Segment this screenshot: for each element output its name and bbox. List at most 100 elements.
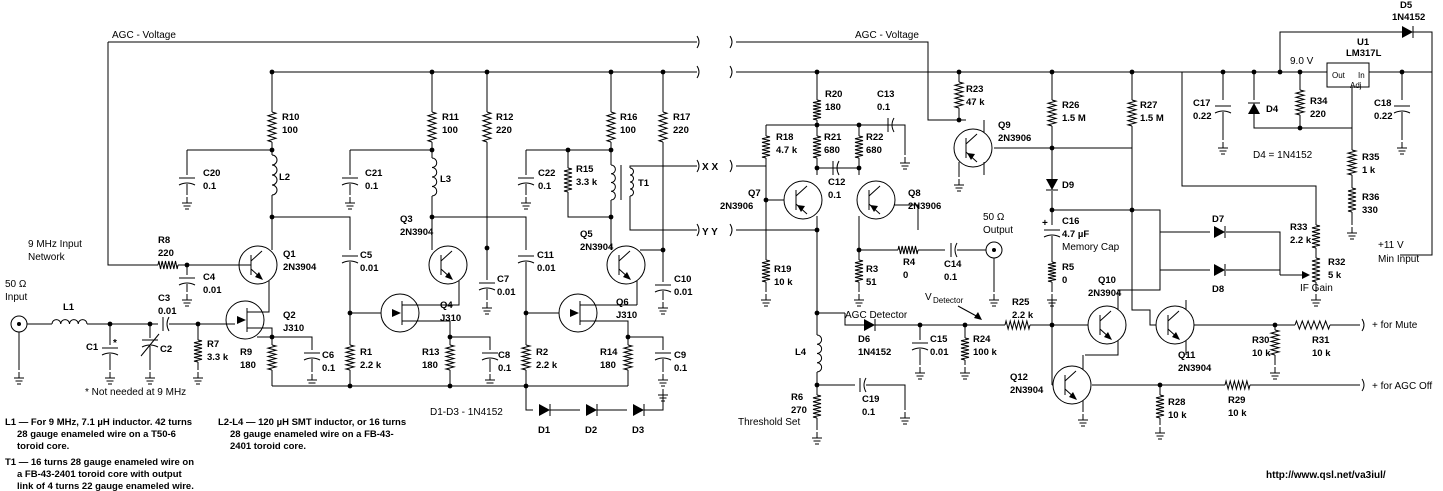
q10-transistor-collector <box>1099 310 1112 322</box>
r16-ref: R16 <box>620 112 637 123</box>
r33-value: 2.2 k <box>1290 235 1312 246</box>
u1-adj-pin: Adj <box>1350 81 1362 90</box>
wire <box>644 395 664 411</box>
r9-value: 180 <box>240 360 256 371</box>
q2-ref: Q2 <box>283 310 296 321</box>
r18-resistor <box>761 135 771 159</box>
c16-capacitor <box>1043 234 1061 238</box>
q11-transistor <box>1155 305 1195 345</box>
q9-transistor <box>953 128 993 168</box>
junction-dot <box>429 147 435 153</box>
d5-ref: D5 <box>1400 0 1413 11</box>
input-label: 50 Ω <box>5 279 27 290</box>
c17-capacitor <box>1214 110 1232 114</box>
c21-capacitor <box>341 182 359 186</box>
diode-note: D1-D3 - 1N4152 <box>430 407 503 418</box>
q8-transistor <box>856 180 896 220</box>
wire <box>272 216 351 250</box>
r15-resistor <box>563 167 573 193</box>
wire <box>1181 72 1317 225</box>
c21-value: 0.1 <box>365 181 379 192</box>
junction-dot <box>269 147 275 153</box>
l2-note: 2401 toroid core. <box>230 441 306 452</box>
r4-value: 0 <box>903 270 908 281</box>
r1-ref: R1 <box>360 347 373 358</box>
d1-diode <box>539 404 550 416</box>
c1-capacitor <box>101 352 119 356</box>
c2-trimmer-arrow <box>140 333 160 357</box>
d3-ref: D3 <box>632 425 644 436</box>
r35-ref: R35 <box>1362 152 1380 163</box>
c12-capacitor <box>836 160 840 176</box>
r7-ref: R7 <box>207 339 219 350</box>
output-jack <box>985 241 1003 259</box>
wire <box>525 386 533 411</box>
r3-resistor <box>854 259 864 283</box>
q1-value: 2N3904 <box>283 262 317 273</box>
c1-ref: C1 <box>86 342 99 353</box>
r13-ref: R13 <box>422 347 439 358</box>
q9-transistor-arrow <box>967 153 975 160</box>
d6-diode <box>864 319 875 331</box>
r19-resistor <box>761 259 771 283</box>
r2-label: R22.2 k <box>536 347 558 371</box>
break-mark <box>696 159 700 173</box>
d4-label: D4 <box>1266 104 1279 115</box>
c11-capacitor <box>517 260 535 264</box>
c10-value: 0.01 <box>674 287 693 298</box>
c9-value: 0.1 <box>674 363 688 374</box>
d4-diode <box>1248 103 1260 114</box>
c13-ref: C13 <box>877 89 894 100</box>
r35-resistor <box>1346 149 1358 176</box>
t1-secondary <box>629 167 634 197</box>
r27-resistor <box>1126 99 1138 127</box>
r33-resistor <box>1311 224 1321 249</box>
c4-label: C40.01 <box>203 272 222 296</box>
c13-value: 0.1 <box>877 102 891 113</box>
r24-value: 100 k <box>973 347 997 358</box>
c4-capacitor <box>178 282 196 286</box>
c17-value: 0.22 <box>1193 111 1212 122</box>
junction-dot <box>269 334 275 340</box>
c20-ref: C20 <box>203 168 220 179</box>
q4-value: J310 <box>440 313 461 324</box>
c14-ref: C14 <box>944 259 962 270</box>
r2-ref: R2 <box>536 347 548 358</box>
r5-ref: R5 <box>1062 262 1075 273</box>
r10-resistor <box>266 111 278 143</box>
l2-note: L2-L4 — 120 µH SMT inductor, or 16 turns <box>218 417 406 428</box>
l4-ref: L4 <box>795 347 807 358</box>
q8-transistor-arrow <box>870 205 878 212</box>
junction-dot <box>447 383 453 389</box>
r20-ref: R20 <box>825 89 842 100</box>
wire <box>107 42 158 266</box>
r7-value: 3.3 k <box>207 352 229 363</box>
vdet-arrow <box>974 312 982 320</box>
r32-wiper <box>1302 271 1310 279</box>
break-mark <box>729 65 733 79</box>
q3-transistor-collector <box>440 250 453 262</box>
r23-ref: R23 <box>966 84 983 95</box>
r33-ref: R33 <box>1290 222 1307 233</box>
break-mark <box>729 159 733 173</box>
c21-ref: C21 <box>365 168 383 179</box>
r14-ref: R14 <box>600 347 618 358</box>
q5-value: 2N3904 <box>580 242 614 253</box>
r31-resistor <box>1294 319 1331 331</box>
